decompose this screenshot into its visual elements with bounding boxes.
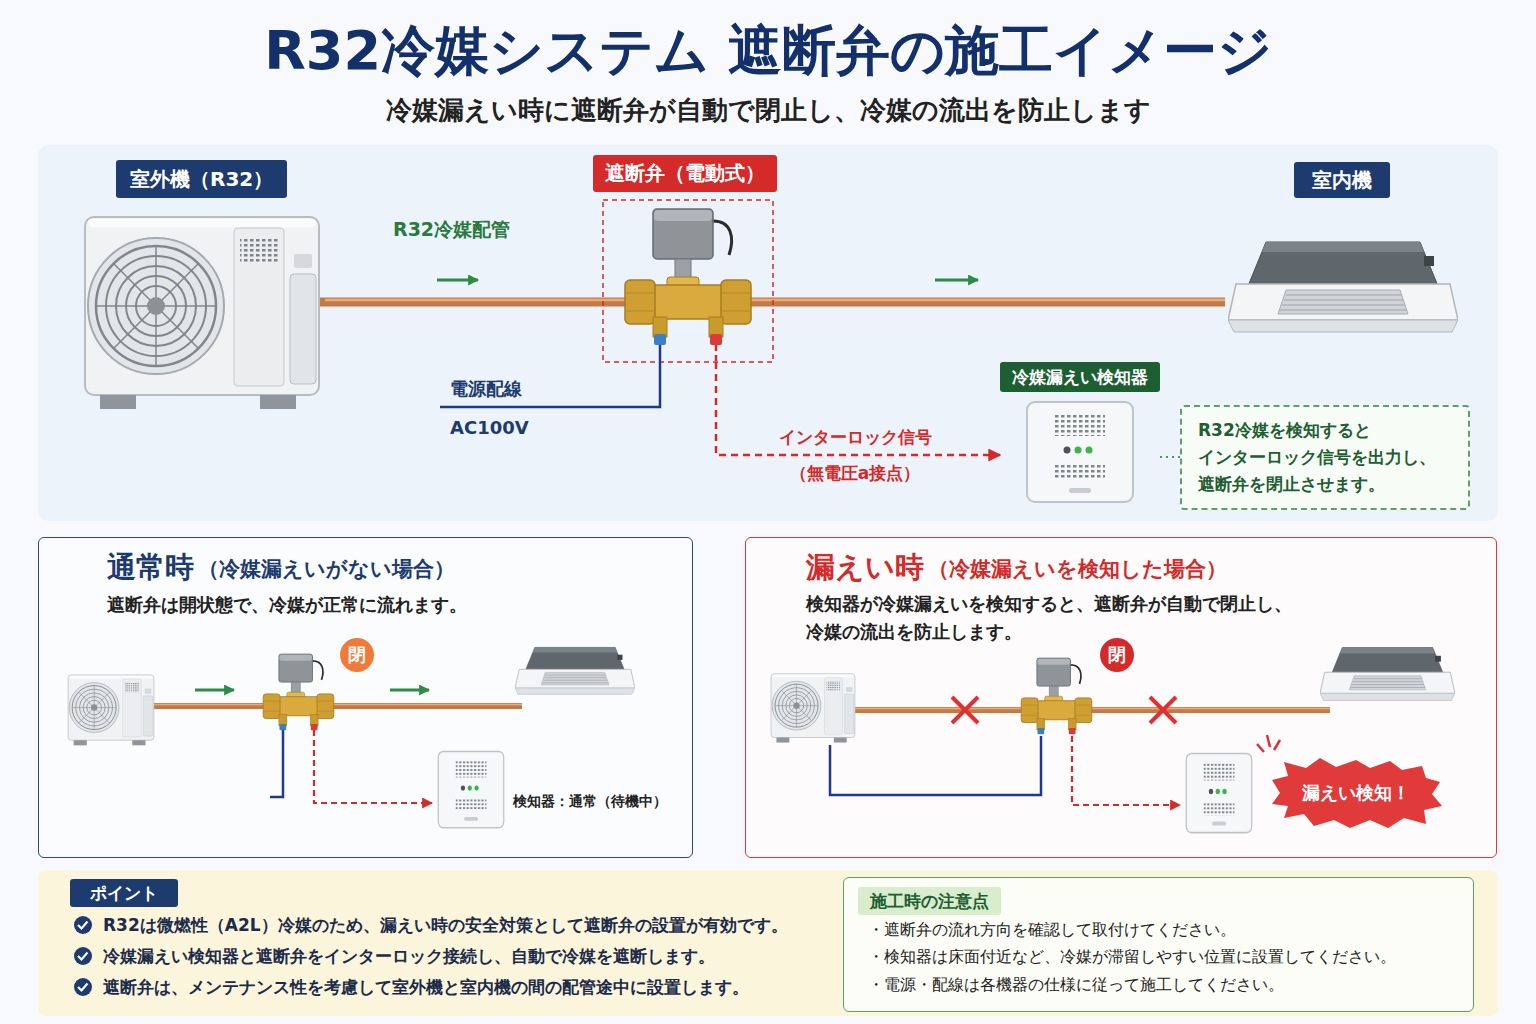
callout-text: R32冷媒を検知すると インターロック信号を出力し、 遮断弁を閉止させます。: [1198, 417, 1454, 498]
panel-heading: 通常時: [107, 547, 194, 587]
points-band: R32は微燃性（A2L）冷媒のため、漏えい時の安全対策として遮断弁の設置が有効で…: [38, 870, 1498, 1016]
normal-mini-diagram-part: [195, 689, 234, 692]
title: R32冷媒システム 遮断弁の施工イメージ: [0, 16, 1536, 86]
notes-box: ・遮断弁の流れ方向を確認して取付けてください。・検知器は床面付近など、冷媒が滞留…: [843, 877, 1474, 1012]
leak-mini-diagram-part: [855, 708, 1330, 710]
notes-box-fill: [843, 877, 1474, 1012]
normal-mini-diagram-part: [270, 730, 283, 797]
normal-mini-diagram-part: [390, 689, 429, 692]
check-icons-part: [78, 953, 88, 960]
top-panel: [38, 145, 1498, 521]
wire-label: 電源配線: [450, 377, 522, 401]
points-tab: ポイント: [70, 879, 178, 907]
point-item: 遮断弁は、メンテナンス性を考慮して室外機と室内機の間の配管途中に設置します。: [103, 975, 749, 999]
normal-mini-diagram-part: [438, 752, 504, 828]
signal-label: インターロック信号 （無電圧a接点）: [760, 419, 950, 491]
alert-burst: 漏えい検知！: [1270, 758, 1442, 828]
state-badge: 閉: [340, 638, 374, 672]
main-illustration-part: [437, 279, 478, 282]
badge-text: 閉: [340, 638, 374, 672]
pipe-label: R32冷媒配管: [393, 216, 510, 242]
leak-mini-diagram-part: [771, 674, 855, 743]
panel-heading: 漏えい時: [806, 547, 924, 587]
check-icons-part: [78, 922, 88, 929]
tab-label: 遮断弁（電動式）: [593, 155, 777, 192]
notes-header: 施工時の注意点: [858, 887, 1001, 915]
normal-panel: 通常時（冷媒漏えいがない場合） 遮断弁は開状態で、冷媒が正常に流れます。閉: [38, 537, 693, 858]
main-illustration-part: [1228, 242, 1458, 332]
leak-mini-diagram-part: [855, 707, 1330, 713]
leak-mini-diagram-part: [1257, 735, 1280, 752]
tab-label: 冷媒漏えい検知器: [1000, 362, 1160, 392]
tab-label: 室内機: [1294, 162, 1390, 198]
pipe-highlight: [782, 299, 1225, 302]
main-illustration-part: [603, 200, 773, 362]
check-icons: [74, 916, 92, 996]
check-icons-part: [74, 947, 92, 965]
note-item: ・遮断弁の流れ方向を確認して取付けてください。: [868, 919, 1236, 941]
point-item: R32は微燃性（A2L）冷媒のため、漏えい時の安全対策として遮断弁の設置が有効で…: [103, 913, 788, 937]
main-illustration-part: [440, 345, 660, 407]
panel-body: 遮断弁は開状態で、冷媒が正常に流れます。: [107, 592, 467, 618]
main-illustration-part: [85, 217, 319, 409]
leak-mini-diagram-part: [1186, 754, 1252, 833]
shutoff-valve: 遮断弁（電動式）: [588, 155, 782, 362]
refrigerant-pipe: [325, 298, 588, 307]
leak-panel: 漏えい時（冷媒漏えいを検知した場合） 検知器が冷媒漏えいを検知すると、遮断弁が自動…: [745, 537, 1497, 858]
check-icons-part: [74, 916, 92, 934]
note-item: ・検知器は床面付近など、冷媒が滞留しやすい位置に設置してください。: [868, 946, 1396, 968]
panel-subheading: （冷媒漏えいがない場合）: [198, 555, 455, 583]
note-item: ・電源・配線は各機器の仕様に従って施工してください。: [868, 974, 1284, 996]
callout-box: R32冷媒を検知すると インターロック信号を出力し、 遮断弁を閉止させます。: [1180, 405, 1470, 510]
normal-mini-diagram-part: [263, 654, 334, 730]
detector-status: 検知器：通常（待機中）: [513, 791, 667, 811]
voltage-label: AC100V: [450, 416, 529, 440]
normal-mini-diagram-part: [153, 703, 522, 709]
leak-detector: 冷媒漏えい検知器: [1000, 362, 1160, 510]
main-illustration: [85, 200, 1458, 502]
subtitle: 冷媒漏えい時に遮断弁が自動で閉止し、冷媒の流出を防止します: [0, 92, 1536, 128]
leak-mini-diagram: [771, 648, 1455, 833]
tab-label: ポイント: [70, 879, 178, 907]
leak-mini-diagram-part: [830, 736, 1041, 795]
panel-body: 検知器が冷媒漏えいを検知すると、遮断弁が自動で閉止し、 冷媒の流出を防止します。: [806, 590, 1366, 646]
alert-text: 漏えい検知！: [1270, 758, 1442, 828]
tab-label: 施工時の注意点: [858, 887, 1001, 915]
indoor-unit: 室内機: [1225, 160, 1458, 350]
leak-panel-fill: [745, 537, 1497, 858]
normal-mini-diagram-part: [314, 730, 432, 803]
leak-mini-diagram-part: [1021, 658, 1092, 734]
leak-mini-diagram-part: [1072, 736, 1180, 805]
point-item: 冷媒漏えい検知器と遮断弁をインターロック接続し、自動で冷媒を遮断します。: [103, 944, 715, 968]
normal-mini-diagram-part: [153, 704, 522, 706]
tab-label: 室外機（R32）: [116, 160, 287, 198]
callout-leader: [1160, 456, 1180, 458]
main-illustration-part: [1027, 402, 1133, 502]
main-illustration-part: [625, 209, 751, 345]
normal-mini-diagram-part: [68, 675, 154, 745]
leak-mini-diagram-part: [1320, 648, 1455, 701]
normal-mini-diagram-part: [515, 647, 635, 694]
outdoor-unit: 室外機（R32）: [78, 158, 325, 418]
refrigerant-pipe: [782, 298, 1225, 307]
badge-text: 閉: [1100, 638, 1134, 672]
main-illustration-part: [715, 345, 718, 362]
pipe-highlight: [325, 299, 588, 302]
check-icons-part: [74, 978, 92, 996]
state-badge: 閉: [1100, 638, 1134, 672]
normal-panel-fill: [38, 537, 693, 858]
check-icons-part: [78, 984, 88, 991]
panel-subheading: （冷媒漏えいを検知した場合）: [928, 555, 1227, 583]
main-illustration-part: [935, 279, 978, 282]
points-band-fill: [38, 870, 1498, 1016]
